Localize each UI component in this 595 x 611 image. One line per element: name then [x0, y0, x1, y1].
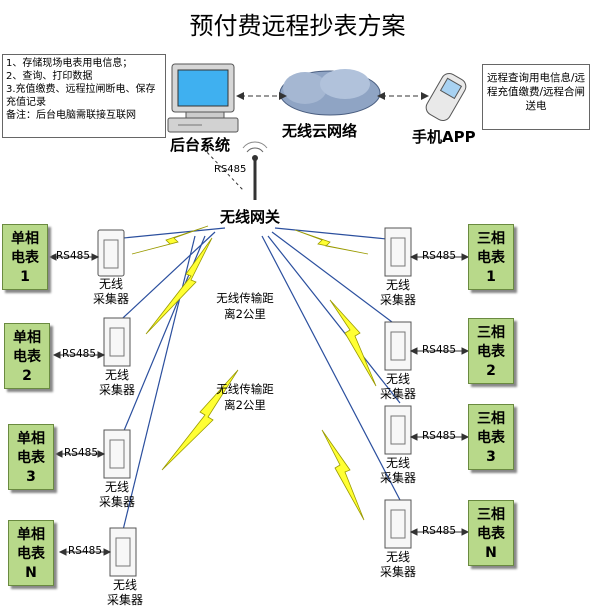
rs485-label-right-n: RS485 — [422, 525, 457, 537]
collector-windows — [103, 237, 406, 567]
distance-label-2: 无线传输距 离2公里 — [216, 382, 274, 412]
page-title: 预付费远程抄表方案 — [189, 12, 406, 40]
mobile-app-label: 手机APP — [412, 128, 476, 146]
backend-gateway-link — [202, 147, 244, 191]
note-item-1: 1、存储现场电表用电信息； — [6, 58, 133, 69]
computer-icon — [167, 63, 239, 133]
rs485-label-left-n: RS485 — [68, 545, 103, 557]
cloud-network-label: 无线云网络 — [282, 122, 358, 140]
rs485-label-right-1: RS485 — [422, 250, 457, 262]
collector-label-right-3: 无线采集器 — [379, 456, 416, 485]
rs485-label-right-2: RS485 — [422, 344, 457, 356]
note-item-3: 3.充值缴费、远程拉闸断电、保存充值记录 — [6, 84, 156, 108]
cloud-icon — [279, 69, 381, 116]
note-item-4: 备注：后台电脑需联接互联网 — [6, 110, 136, 121]
note-item-2: 2、查询、打印数据 — [6, 71, 93, 82]
gateway-rs485-label: RS485 — [214, 164, 247, 175]
wireless-gateway-label: 无线网关 — [220, 208, 281, 226]
backend-system-label: 后台系统 — [170, 136, 231, 154]
rs485-label-left-1: RS485 — [56, 250, 91, 262]
collector-label-left-3: 无线采集器 — [98, 480, 135, 509]
collector-label-left-n: 无线采集器 — [106, 578, 143, 607]
rs485-label-right-3: RS485 — [422, 430, 457, 442]
collector-label-right-2: 无线采集器 — [379, 372, 416, 401]
rs485-arrows — [48, 253, 470, 556]
rs485-label-left-3: RS485 — [64, 447, 99, 459]
collector-label-left-1: 无线采集器 — [92, 277, 129, 306]
lightning-bolts — [131, 225, 377, 521]
collector-label-left-2: 无线采集器 — [98, 368, 135, 397]
rs485-label-left-2: RS485 — [62, 348, 97, 360]
backend-notes-box: 1、存储现场电表用电信息； 2、查询、打印数据 3.充值缴费、远程拉闸断电、保存… — [2, 54, 166, 138]
distance-label-1: 无线传输距 离2公里 — [216, 291, 274, 321]
mobile-phone-icon — [425, 73, 467, 121]
app-notes-box: 远程查询用电信息/远程充值缴费/远程合闸送电 — [482, 64, 590, 130]
collector-label-right-1: 无线采集器 — [379, 278, 416, 307]
wireless-gateway-icon — [242, 141, 268, 200]
collector-label-right-n: 无线采集器 — [379, 550, 416, 579]
wireless-links — [102, 227, 401, 531]
